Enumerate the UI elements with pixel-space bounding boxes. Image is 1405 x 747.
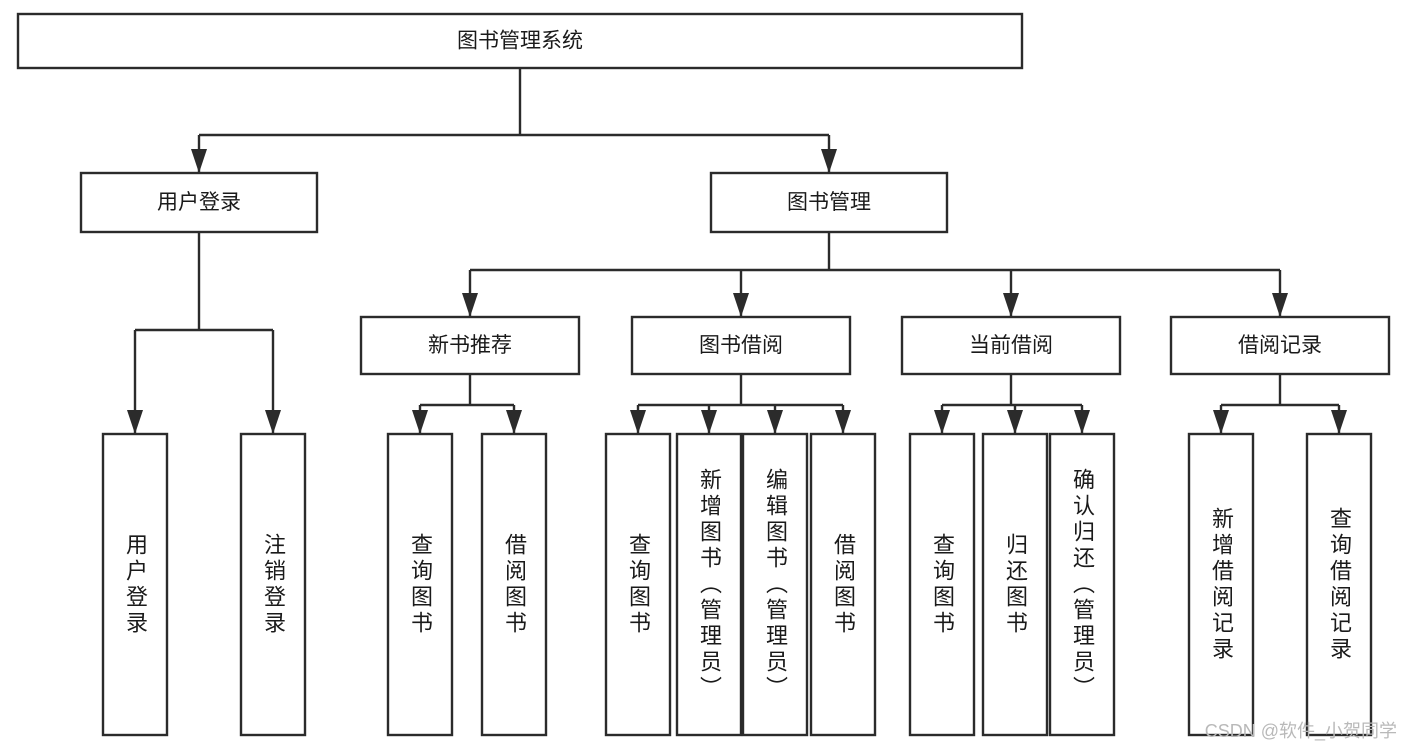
arrow-head-leaf-2-3: [835, 410, 851, 434]
node-level2-label-0: 用户登录: [157, 191, 241, 214]
arrow-head-level3-2: [1003, 293, 1019, 317]
arrow-head-leaf-2-2: [767, 410, 783, 434]
arrow-head-level2-1: [821, 149, 837, 173]
node-leaf-3[interactable]: [480, 432, 548, 737]
node-leaf-5[interactable]: [675, 432, 743, 737]
node-level3-1[interactable]: [630, 315, 852, 376]
node-leaf-4[interactable]: [604, 432, 672, 737]
arrow-head-leaf-4-1: [1331, 410, 1347, 434]
arrow-head-level3-1: [733, 293, 749, 317]
arrow-head-leaf-3-1: [1007, 410, 1023, 434]
node-level2-0[interactable]: [79, 171, 319, 234]
arrow-head-leaf-0-0: [127, 410, 143, 434]
node-level3-0[interactable]: [359, 315, 581, 376]
arrow-head-leaf-2-1: [701, 410, 717, 434]
node-leaf-11[interactable]: [1187, 432, 1255, 737]
node-leaf-6[interactable]: [741, 432, 809, 737]
node-box-layer: [16, 12, 1391, 737]
connector-layer: [127, 68, 1347, 434]
arrow-head-leaf-2-0: [630, 410, 646, 434]
arrow-head-level3-0: [462, 293, 478, 317]
node-leaf-1[interactable]: [239, 432, 307, 737]
node-level3-label-2: 当前借阅: [969, 334, 1053, 357]
arrow-head-level2-0: [191, 149, 207, 173]
node-level3-3[interactable]: [1169, 315, 1391, 376]
node-leaf-12[interactable]: [1305, 432, 1373, 737]
arrow-head-leaf-0-1: [265, 410, 281, 434]
node-leaf-2[interactable]: [386, 432, 454, 737]
node-level3-label-1: 图书借阅: [699, 334, 783, 357]
node-root-label: 图书管理系统: [457, 30, 583, 53]
node-leaf-7[interactable]: [809, 432, 877, 737]
node-level3-label-0: 新书推荐: [428, 334, 512, 357]
node-leaf-9[interactable]: [981, 432, 1049, 737]
node-leaf-0[interactable]: [101, 432, 169, 737]
arrow-head-leaf-1-0: [412, 410, 428, 434]
node-root[interactable]: [16, 12, 1024, 70]
node-level3-2[interactable]: [900, 315, 1122, 376]
node-leaf-10[interactable]: [1048, 432, 1116, 737]
node-level3-label-3: 借阅记录: [1238, 334, 1322, 357]
arrow-head-leaf-3-2: [1074, 410, 1090, 434]
node-level2-label-1: 图书管理: [787, 191, 871, 214]
arrow-head-level3-3: [1272, 293, 1288, 317]
node-leaf-8[interactable]: [908, 432, 976, 737]
node-level2-1[interactable]: [709, 171, 949, 234]
arrow-head-leaf-1-1: [506, 410, 522, 434]
arrow-head-leaf-3-0: [934, 410, 950, 434]
arrow-head-leaf-4-0: [1213, 410, 1229, 434]
